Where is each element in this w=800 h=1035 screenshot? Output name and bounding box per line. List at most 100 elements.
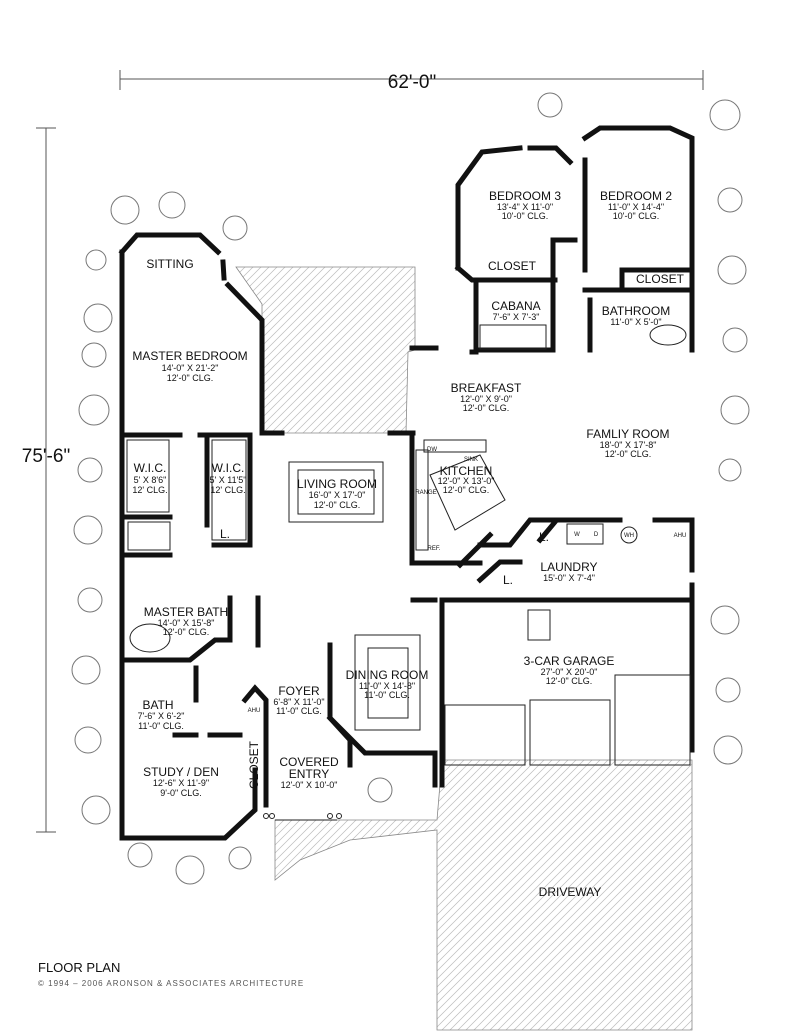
room-size: 12'-0" X 9'-0" bbox=[460, 394, 512, 404]
linen-closet-3: L. bbox=[503, 573, 513, 587]
washer-label: W bbox=[574, 532, 580, 538]
room-name: BATH bbox=[142, 698, 173, 712]
closet-bedroom-3: CLOSET bbox=[488, 259, 537, 273]
room-size: 16'-0" X 17'-0" bbox=[309, 490, 366, 500]
room-size: 7'-6" X 7'-3" bbox=[493, 312, 540, 322]
room-name: FAMLIY ROOM bbox=[586, 427, 669, 441]
room-name: COVERED bbox=[279, 755, 339, 769]
room-ceiling: 12' CLG. bbox=[132, 485, 167, 495]
ahu-label: AHU bbox=[674, 533, 687, 539]
room-size: 11'-0" X 5'-0" bbox=[610, 317, 661, 327]
room-kitchen: KITCHEN 12'-0" X 13'-0" 12'-0" CLG. bbox=[438, 464, 495, 495]
room-ceiling: 12'-0" CLG. bbox=[314, 500, 360, 510]
linen-closet-1: L. bbox=[220, 527, 230, 541]
room-name: W.I.C. bbox=[212, 461, 245, 475]
room-size: 18'-0" X 17'-8" bbox=[600, 440, 657, 450]
room-size: 5' X 8'6" bbox=[134, 475, 167, 485]
copyright-notice: © 1994 – 2006 ARONSON & ASSOCIATES ARCHI… bbox=[38, 979, 304, 988]
room-ceiling: 10'-0" CLG. bbox=[502, 211, 548, 221]
room-driveway: DRIVEWAY bbox=[539, 885, 602, 899]
room-size: 12'-6" X 11'-9" bbox=[153, 778, 209, 788]
room-garage: 3-CAR GARAGE 27'-0" X 20'-0" 12'-0" CLG. bbox=[524, 654, 615, 686]
linen-closet-2: L. bbox=[539, 530, 549, 544]
room-ceiling: 12'-0" CLG. bbox=[167, 373, 213, 383]
room-breakfast: BREAKFAST 12'-0" X 9'-0" 12'-0" CLG. bbox=[451, 381, 522, 413]
room-name: FOYER bbox=[278, 684, 320, 698]
refrigerator-label: REF. bbox=[427, 546, 440, 552]
dishwasher-label: DW bbox=[427, 447, 437, 453]
room-size: 6'-8" X 11'-0" bbox=[273, 697, 324, 707]
paving bbox=[235, 266, 693, 1031]
room-bath: BATH 7'-6" X 6'-2" 11'-0" CLG. bbox=[138, 698, 185, 731]
dimension-lines bbox=[36, 70, 704, 833]
sink-label: SINK bbox=[464, 457, 478, 463]
room-ceiling: 12'-0" CLG. bbox=[163, 627, 209, 637]
closet-study: CLOSET bbox=[247, 740, 261, 789]
room-master-bedroom: MASTER BEDROOM 14'-0" X 21'-2" 12'-0" CL… bbox=[132, 349, 247, 383]
room-ceiling: 11'-0" CLG. bbox=[276, 706, 322, 716]
room-name: CABANA bbox=[491, 299, 540, 313]
room-family-room: FAMLIY ROOM 18'-0" X 17'-8" 12'-0" CLG. bbox=[586, 427, 669, 459]
room-size: 15'-0" X 7'-4" bbox=[543, 573, 595, 583]
room-name: BEDROOM 2 bbox=[600, 189, 672, 203]
room-ceiling: 12'-0" CLG. bbox=[605, 449, 651, 459]
landscaping bbox=[71, 92, 750, 885]
room-foyer: FOYER 6'-8" X 11'-0" 11'-0" CLG. bbox=[273, 684, 324, 716]
plan-title: FLOOR PLAN bbox=[38, 960, 120, 975]
room-ceiling: 12'-0" CLG. bbox=[463, 403, 509, 413]
depth-dimension: 75'-6" bbox=[22, 446, 70, 467]
room-bedroom-2: BEDROOM 2 11'-0" X 14'-4" 10'-0" CLG. bbox=[600, 189, 672, 221]
room-size: 12'-0" X 13'-0" bbox=[438, 476, 495, 486]
range-label: RANGE bbox=[415, 490, 436, 496]
room-laundry: LAUNDRY 15'-0" X 7'-4" bbox=[540, 560, 597, 583]
room-name: BREAKFAST bbox=[451, 381, 522, 395]
room-bedroom-3: BEDROOM 3 13'-4" X 11'-0" 10'-0" CLG. bbox=[489, 189, 561, 221]
water-heater-label: WH bbox=[624, 533, 634, 539]
room-ceiling: 10'-0" CLG. bbox=[613, 211, 659, 221]
dryer-label: D bbox=[594, 532, 599, 538]
room-cabana: CABANA 7'-6" X 7'-3" bbox=[491, 299, 540, 322]
room-size: 14'-0" X 21'-2" bbox=[162, 363, 219, 373]
room-size: 7'-6" X 6'-2" bbox=[138, 711, 185, 721]
room-master-bath: MASTER BATH 14'-0" X 15'-8" 12'-0" CLG. bbox=[144, 605, 228, 637]
room-ceiling: 9'-0" CLG. bbox=[160, 788, 201, 798]
ahu-foyer-label: AHU bbox=[248, 708, 261, 714]
room-name: KITCHEN bbox=[440, 464, 493, 478]
room-name: W.I.C. bbox=[134, 461, 167, 475]
room-study: STUDY / DEN 12'-6" X 11'-9" 9'-0" CLG. bbox=[143, 765, 219, 798]
room-size: 5' X 11'5" bbox=[210, 475, 247, 485]
room-dining-room: DINING ROOM 11'-0" X 14'-8" 11'-0" CLG. bbox=[346, 668, 429, 700]
room-size: 11'-0" X 14'-4" bbox=[608, 202, 664, 212]
room-name: LIVING ROOM bbox=[297, 477, 377, 491]
room-name: MASTER BEDROOM bbox=[132, 349, 247, 363]
room-name: SITTING bbox=[146, 257, 193, 271]
room-ceiling: 12'-0" CLG. bbox=[546, 676, 592, 686]
room-ceiling: 12'-0" CLG. bbox=[443, 485, 489, 495]
room-name: 3-CAR GARAGE bbox=[524, 654, 615, 668]
room-sitting: SITTING bbox=[146, 257, 193, 271]
room-ceiling: 12' CLG. bbox=[210, 485, 245, 495]
room-size: 11'-0" X 14'-8" bbox=[359, 681, 415, 691]
room-name: MASTER BATH bbox=[144, 605, 228, 619]
room-name: LAUNDRY bbox=[540, 560, 597, 574]
width-dimension: 62'-0" bbox=[388, 72, 436, 93]
room-size: 12'-0" X 10'-0" bbox=[281, 780, 338, 790]
room-size: 14'-0" X 15'-8" bbox=[158, 618, 215, 628]
room-ceiling: 11'-0" CLG. bbox=[138, 721, 184, 731]
room-name: DINING ROOM bbox=[346, 668, 429, 682]
room-ceiling: 11'-0" CLG. bbox=[364, 690, 410, 700]
room-name: STUDY / DEN bbox=[143, 765, 219, 779]
room-name-line-2: ENTRY bbox=[289, 767, 329, 781]
room-name: BATHROOM bbox=[602, 304, 670, 318]
room-size: 13'-4" X 11'-0" bbox=[497, 202, 553, 212]
room-size: 27'-0" X 20'-0" bbox=[541, 667, 598, 677]
closet-bedroom-2: CLOSET bbox=[636, 272, 685, 286]
interior-details bbox=[126, 324, 691, 821]
room-wic-2: W.I.C. 5' X 11'5" 12' CLG. bbox=[210, 461, 247, 495]
room-name: BEDROOM 3 bbox=[489, 189, 561, 203]
room-living-room: LIVING ROOM 16'-0" X 17'-0" 12'-0" CLG. bbox=[297, 477, 377, 510]
room-wic-1: W.I.C. 5' X 8'6" 12' CLG. bbox=[132, 461, 167, 495]
room-covered-entry: COVERED ENTRY 12'-0" X 10'-0" bbox=[279, 755, 339, 790]
walls bbox=[118, 125, 695, 841]
